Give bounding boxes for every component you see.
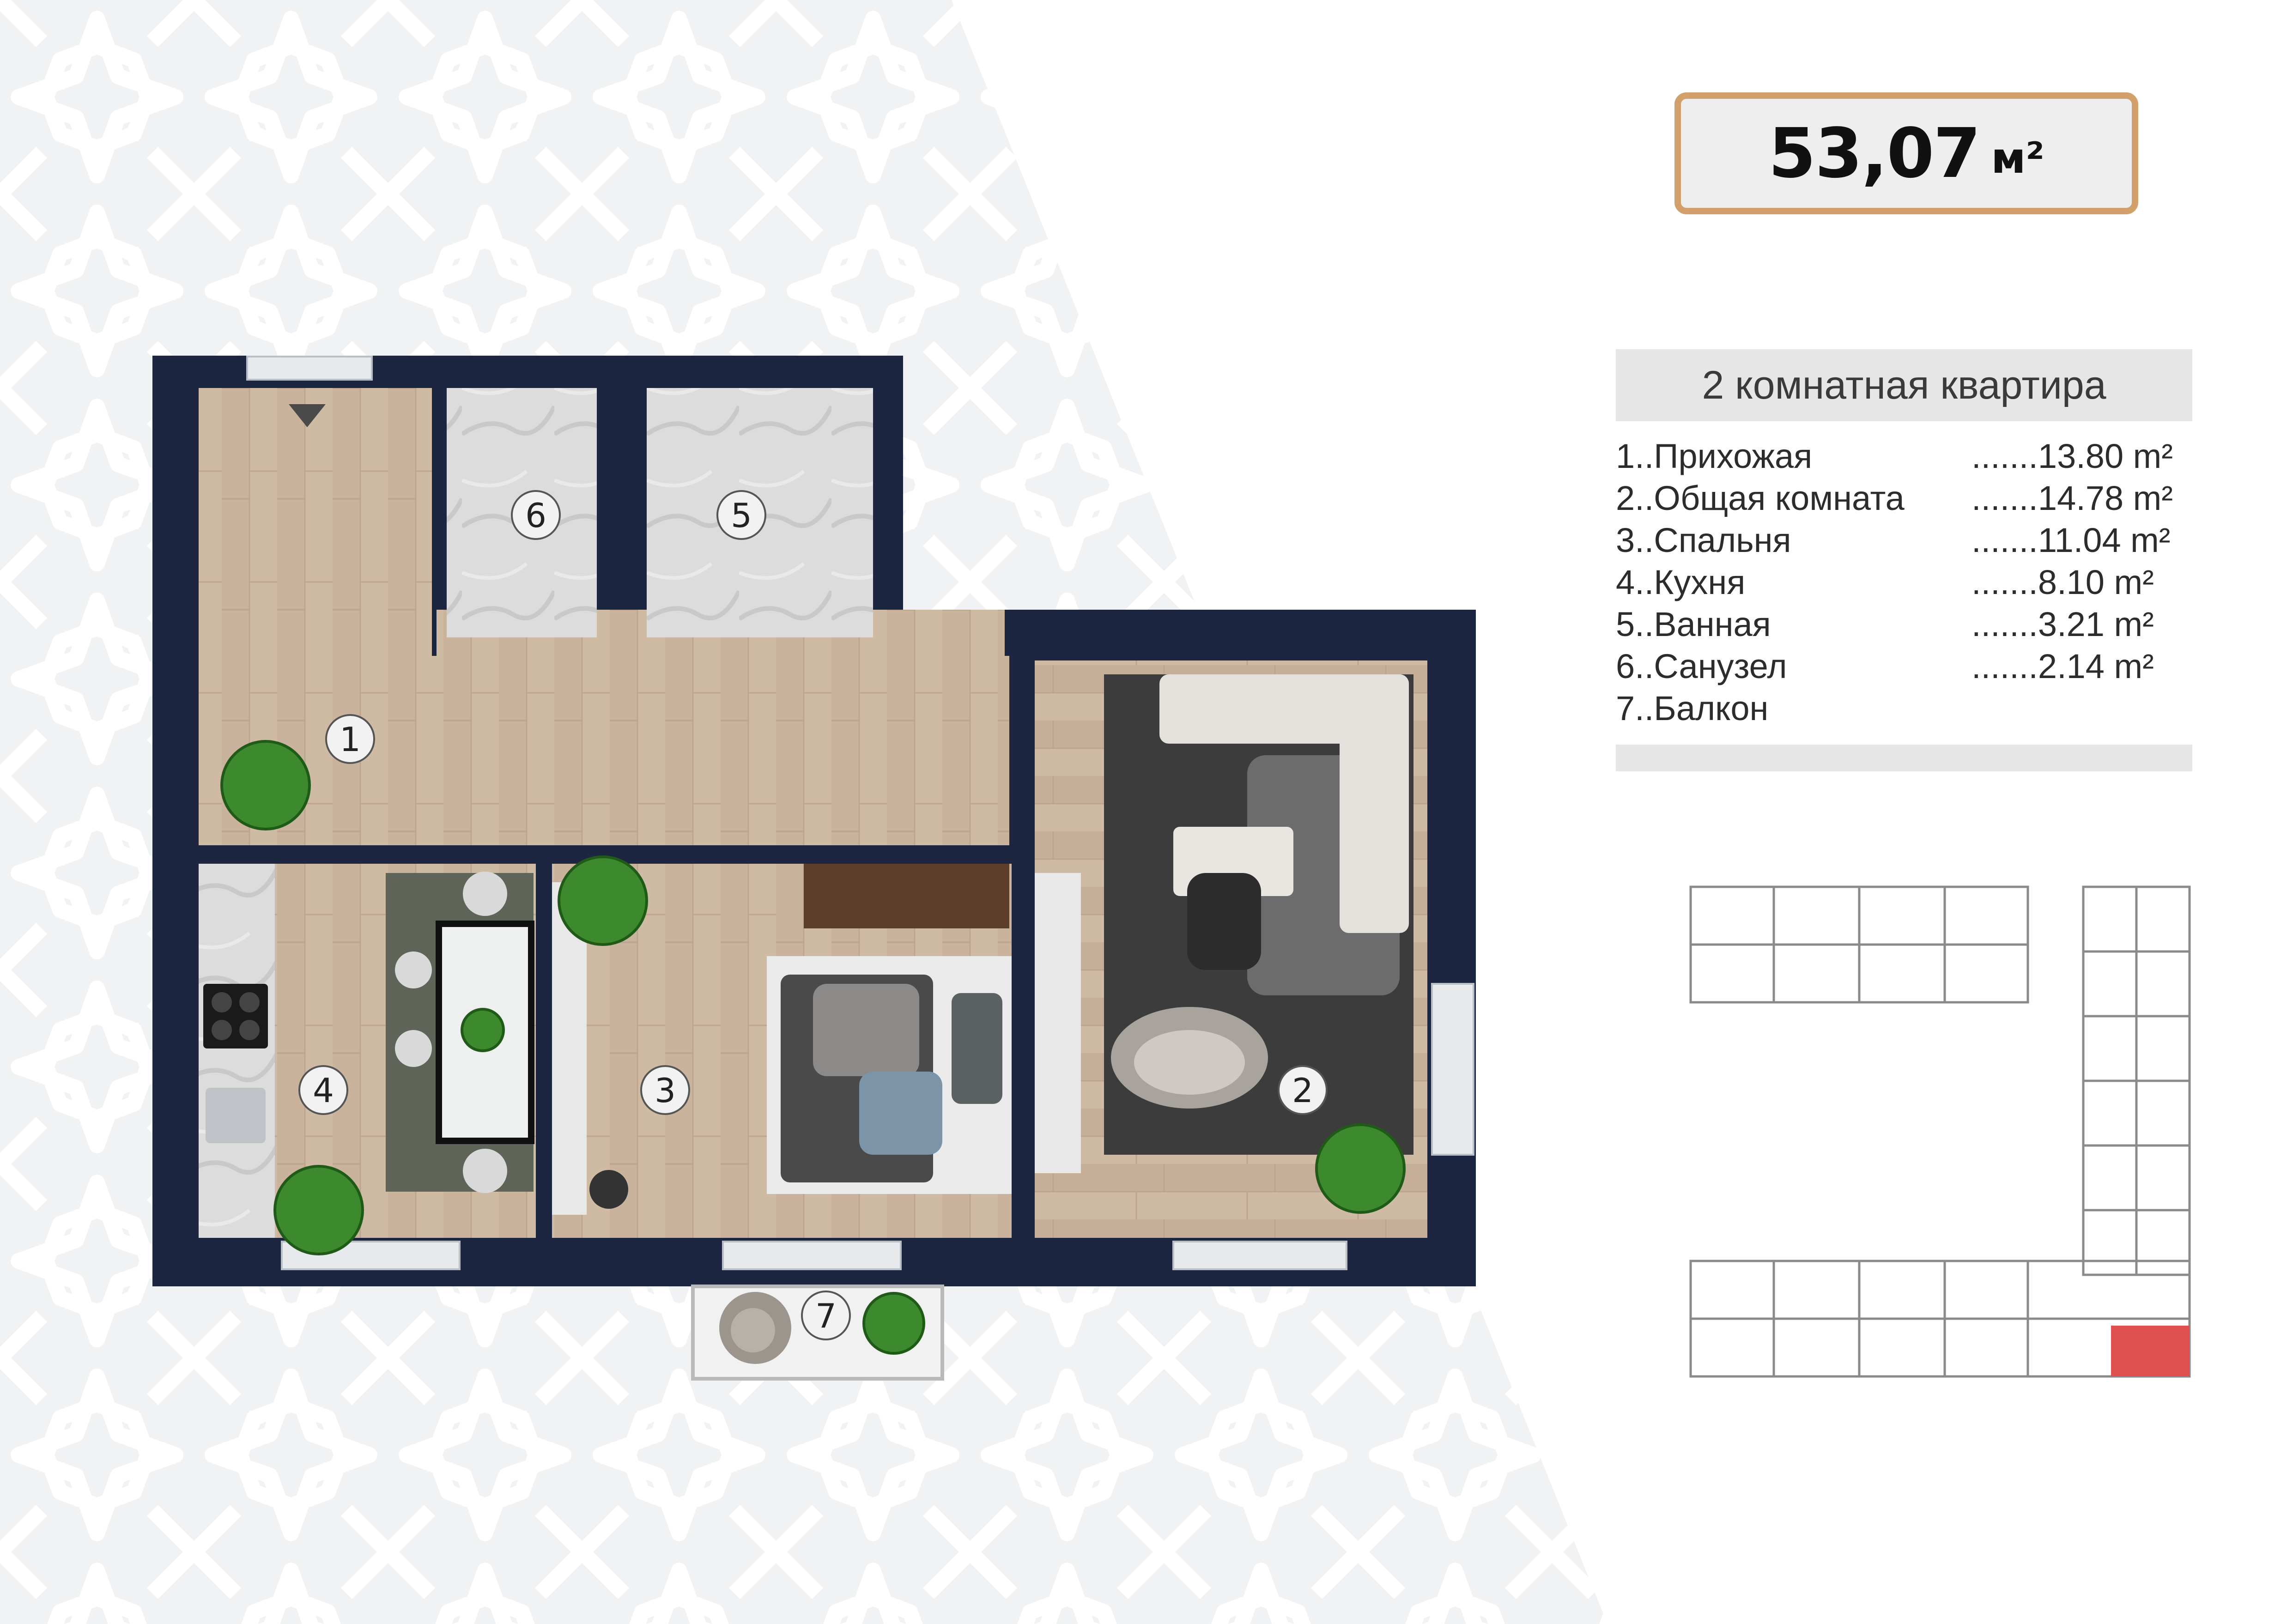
room-name: 6..Санузел xyxy=(1616,647,1787,685)
room-area: .......13.80 m² xyxy=(1971,437,2173,475)
plants xyxy=(220,740,1406,1355)
room-living xyxy=(1035,661,1427,1238)
room-row-6: 6..Санузел .......2.14 m² xyxy=(1616,647,2198,689)
room-list-bottom-bar xyxy=(1616,745,2192,771)
room-area: .......3.21 m² xyxy=(1971,605,2154,643)
room-name: 4..Кухня xyxy=(1616,563,1746,601)
room-number-1: 1 xyxy=(340,720,361,759)
room-marker-7: 7 xyxy=(801,1291,851,1340)
entrance-marker xyxy=(289,404,326,427)
keyplan-apartment-highlight xyxy=(2111,1326,2190,1376)
room-row-1: 1..Прихожая .......13.80 m² xyxy=(1616,436,2198,479)
room-row-7: 7..Балкон xyxy=(1616,689,2198,731)
room-number-6: 6 xyxy=(525,496,546,535)
room-name: 7..Балкон xyxy=(1616,689,1769,727)
room-marker-6: 6 xyxy=(511,490,561,540)
room-bedroom xyxy=(552,864,1012,1238)
room-marker-4: 4 xyxy=(298,1065,348,1115)
room-number-7: 7 xyxy=(815,1297,837,1335)
apartment-title: 2 комнатная квартира xyxy=(1702,363,2106,407)
room-area: .......8.10 m² xyxy=(1971,563,2154,601)
room-number-4: 4 xyxy=(313,1071,334,1110)
room-area: .......2.14 m² xyxy=(1971,647,2154,685)
building-key-plan xyxy=(1689,885,2191,1378)
room-name: 2..Общая комната xyxy=(1616,479,1905,517)
room-number-2: 2 xyxy=(1292,1071,1313,1110)
room-name: 3..Спальня xyxy=(1616,521,1791,559)
room-marker-2: 2 xyxy=(1278,1065,1328,1115)
total-area-unit: м² xyxy=(1991,133,2044,183)
total-area-badge: 53,07 м² xyxy=(1674,92,2138,214)
room-number-3: 3 xyxy=(655,1071,676,1110)
room-row-2: 2..Общая комната .......14.78 m² xyxy=(1616,479,2198,521)
room-area: .......11.04 m² xyxy=(1971,521,2171,559)
room-marker-1: 1 xyxy=(325,714,375,764)
room-row-4: 4..Кухня .......8.10 m² xyxy=(1616,563,2198,605)
room-marker-5: 5 xyxy=(716,490,766,540)
room-row-3: 3..Спальня .......11.04 m² xyxy=(1616,521,2198,563)
room-area: .......14.78 m² xyxy=(1971,479,2173,517)
room-number-markers: 1 2 3 4 5 6 7 xyxy=(298,490,1328,1340)
room-name: 1..Прихожая xyxy=(1616,437,1813,475)
room-name: 5..Ванная xyxy=(1616,605,1771,643)
room-row-5: 5..Ванная .......3.21 m² xyxy=(1616,605,2198,647)
room-number-5: 5 xyxy=(731,496,752,535)
apartment-title-bar: 2 комнатная квартира xyxy=(1616,349,2192,421)
total-area-value: 53,07 xyxy=(1768,114,1981,193)
room-marker-3: 3 xyxy=(640,1065,690,1115)
windows xyxy=(246,356,1474,1270)
